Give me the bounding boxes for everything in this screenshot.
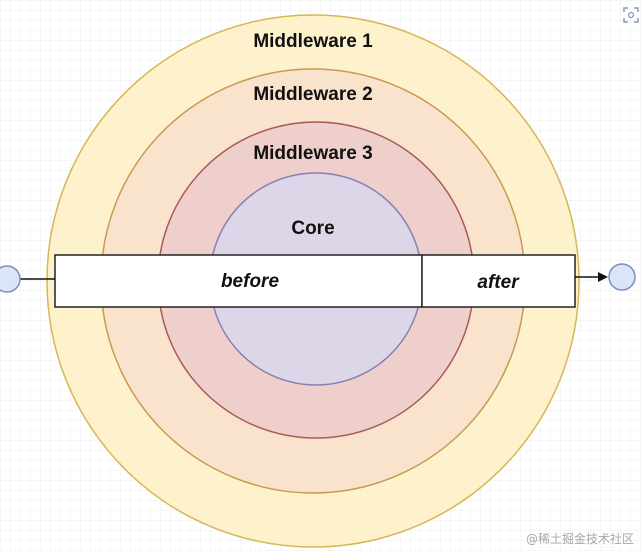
middleware-2-label: Middleware 2 — [253, 84, 372, 105]
after-label: after — [477, 272, 520, 293]
before-label: before — [221, 271, 280, 292]
core-label: Core — [291, 218, 334, 239]
exit-node-icon — [608, 263, 636, 291]
scan-icon[interactable] — [622, 6, 640, 24]
middleware-1-label: Middleware 1 — [253, 31, 373, 52]
after-box — [421, 254, 576, 308]
watermark: @稀土掘金技术社区 — [525, 532, 634, 546]
before-box — [54, 254, 423, 308]
arrow-right-icon — [598, 272, 608, 282]
entry-node-icon — [0, 265, 21, 293]
middleware-3-label: Middleware 3 — [253, 143, 372, 164]
